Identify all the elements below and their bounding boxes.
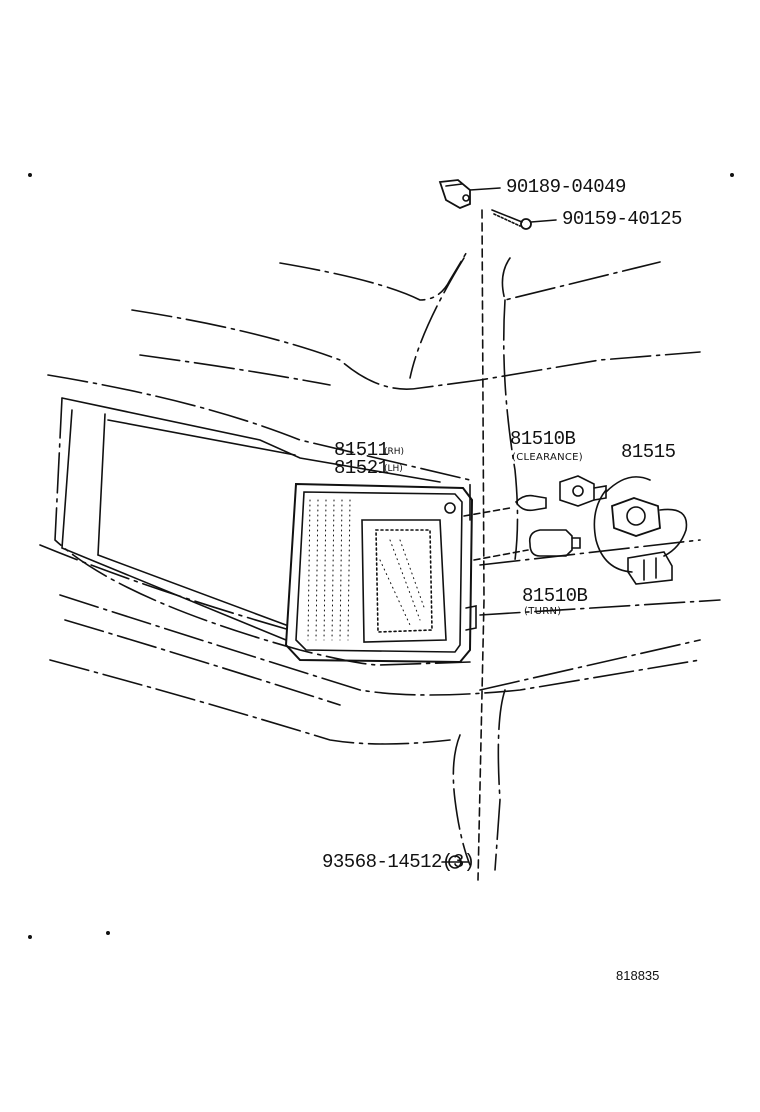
lamp-lh-side: (LH) <box>384 464 403 474</box>
lamp-rh-side: (RH) <box>384 447 405 457</box>
assembly-leader <box>477 209 485 881</box>
lamp-lh-part-number: 81521 <box>334 457 389 479</box>
clearance-bulb-part-number: 81510B <box>510 428 576 450</box>
clip-part-number: 90189-04049 <box>506 176 626 198</box>
leader-bulb-turn <box>473 549 529 561</box>
socket-wiring-icon <box>593 489 688 585</box>
clip-leader <box>469 187 501 191</box>
hood-outline <box>131 249 701 561</box>
corner-dot <box>27 173 32 178</box>
screw-leader <box>530 219 557 223</box>
bottom-screw-icon <box>441 855 469 869</box>
clearance-bulb-icon <box>514 494 547 512</box>
corner-dot <box>106 930 111 935</box>
corner-dot <box>27 934 32 939</box>
bottom-screw-part-number: 93568-14512(3) <box>322 851 475 873</box>
clearance-bulb-note: (CLEARANCE) <box>512 452 583 463</box>
bottom-screw-qty: (3) <box>441 851 475 873</box>
fender-outline <box>39 374 721 871</box>
turn-bulb-icon <box>528 529 581 557</box>
diagram-reference-number: 818835 <box>616 968 660 983</box>
lamp-lens <box>284 482 477 664</box>
corner-dot <box>729 173 734 178</box>
screw-part-number: 90159-40125 <box>562 208 682 230</box>
socket-part-number: 81515 <box>621 441 676 463</box>
turn-bulb-part-number: 81510B <box>522 585 588 607</box>
clip-icon <box>438 179 471 209</box>
lamp-mount-hole <box>444 502 456 514</box>
turn-bulb-note: (TURN) <box>524 606 562 617</box>
headlamp-frame <box>61 397 441 641</box>
lamp-rh-part-number: 81511 <box>334 439 389 461</box>
leader-bulb <box>463 507 511 517</box>
screw-icon <box>491 209 532 230</box>
